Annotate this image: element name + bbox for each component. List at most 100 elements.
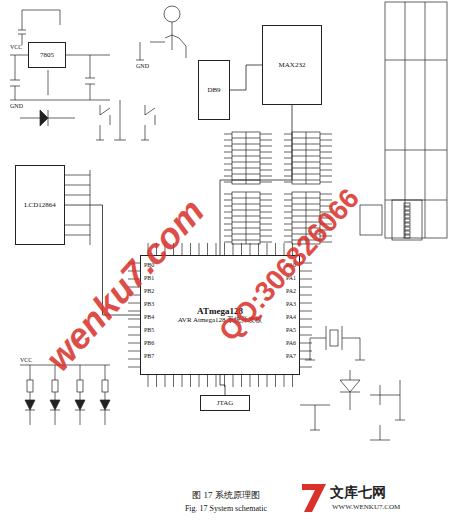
buzzer-circuit: [136, 6, 186, 60]
pin-name: PB5: [144, 327, 154, 333]
wire-stroke: [128, 359, 140, 360]
wire-stroke: [207, 375, 208, 387]
wire-stroke: [284, 206, 292, 207]
wire-stroke: [260, 176, 272, 177]
wire-stroke: [199, 375, 200, 387]
pin-name: PA5: [286, 327, 296, 333]
wire-stroke: [250, 243, 251, 255]
wire-stroke: [284, 164, 292, 165]
wire-stroke: [224, 170, 232, 171]
wire-stroke: [258, 375, 259, 387]
wire-stroke: [284, 152, 292, 153]
wire-stroke: [260, 218, 272, 219]
jtag-header: JTAG: [200, 395, 250, 411]
wire-stroke: [320, 140, 332, 141]
wire-stroke: [284, 170, 292, 171]
wire-stroke: [284, 218, 292, 219]
wire-stroke: [241, 375, 242, 387]
wire-stroke: [320, 164, 332, 165]
wire-stroke: [306, 132, 307, 184]
wire-stroke: [190, 375, 191, 387]
wire-stroke: [250, 375, 251, 387]
wire-stroke: [224, 218, 232, 219]
wire-stroke: [224, 176, 232, 177]
wire-stroke: [292, 375, 293, 387]
net-name: VCC: [10, 44, 22, 50]
wire-stroke: [320, 170, 332, 171]
wire-stroke: [165, 375, 166, 387]
wire-stroke: [224, 206, 232, 207]
wire-stroke: [300, 319, 312, 320]
part-name: 7805: [40, 51, 54, 59]
wire-stroke: [260, 230, 272, 231]
header-block: [404, 219, 410, 222]
wire-stroke: [128, 367, 140, 368]
pin-name: PA6: [286, 340, 296, 346]
side-connector: [392, 200, 422, 240]
wire-stroke: [224, 212, 232, 213]
wire-stroke: [156, 375, 157, 387]
wire-stroke: [300, 287, 312, 288]
wire-stroke: [128, 343, 140, 344]
wire-stroke: [320, 194, 332, 195]
wire-stroke: [233, 243, 234, 255]
header-block: [292, 132, 320, 184]
wire-stroke: [260, 164, 272, 165]
wire-stroke: [260, 182, 272, 183]
lcd-connector: LCD12864: [15, 165, 65, 245]
header-block: [404, 235, 410, 238]
pin-name: PA4: [286, 314, 296, 320]
wire-stroke: [284, 146, 292, 147]
wire-stroke: [173, 375, 174, 387]
header-block: [404, 223, 410, 226]
wire-stroke: [258, 243, 259, 255]
wire-stroke: [284, 375, 285, 387]
wire-stroke: [320, 182, 332, 183]
wire-stroke: [320, 152, 332, 153]
wire-stroke: [300, 335, 312, 336]
wire-stroke: [128, 351, 140, 352]
wire-stroke: [246, 192, 247, 244]
logo-text: 文库七网: [330, 486, 386, 500]
wire-stroke: [300, 295, 312, 296]
wire-stroke: [241, 243, 242, 255]
wire-stroke: [260, 158, 272, 159]
wire-stroke: [260, 200, 272, 201]
part-name: MAX232: [279, 61, 306, 69]
part-name: DB9: [207, 86, 220, 94]
wire-stroke: [267, 375, 268, 387]
part-name: JTAG: [217, 399, 234, 407]
wire-stroke: [207, 243, 208, 255]
wire-stroke: [260, 242, 272, 243]
wire-stroke: [300, 303, 312, 304]
net-name: GND: [10, 103, 23, 109]
logo-mark: [302, 484, 326, 512]
pin-name: PB7: [144, 353, 154, 359]
wire-stroke: [284, 134, 292, 135]
wire-stroke: [224, 146, 232, 147]
pin-name: PA7: [286, 353, 296, 359]
wire-stroke: [260, 212, 272, 213]
wire-stroke: [199, 243, 200, 255]
wire-stroke: [224, 230, 232, 231]
caption-english: Fig. 17 System schematic: [185, 505, 267, 513]
header-block: [404, 207, 410, 210]
logo-url: WWW.WENKU7.COM: [332, 504, 400, 511]
wire-stroke: [300, 343, 312, 344]
wire-stroke: [300, 327, 312, 328]
wire-stroke: [224, 194, 232, 195]
wire-stroke: [284, 230, 292, 231]
wire-stroke: [284, 200, 292, 201]
wire-stroke: [224, 243, 225, 255]
wire-stroke: [224, 242, 232, 243]
header-block: [232, 192, 260, 244]
header-block: [404, 215, 410, 218]
header-block: [404, 203, 410, 206]
wire-stroke: [300, 279, 312, 280]
wire-stroke: [128, 327, 140, 328]
wire-stroke: [224, 164, 232, 165]
lcd-wires: [65, 170, 90, 245]
wire-stroke: [300, 351, 312, 352]
wire-stroke: [224, 158, 232, 159]
